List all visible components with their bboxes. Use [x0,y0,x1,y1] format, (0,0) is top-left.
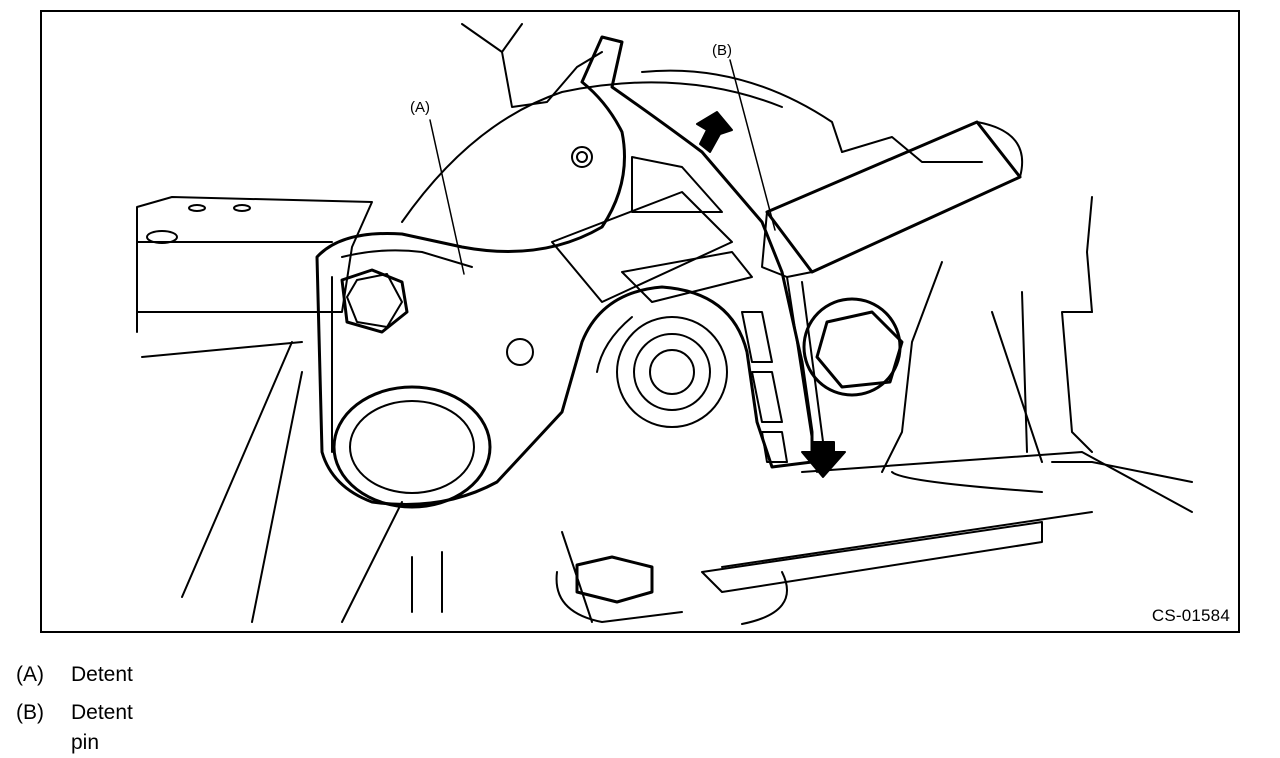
down-arrow-icon [801,441,846,478]
stud [506,338,534,366]
up-arrow-icon [696,111,733,153]
illustration-frame: (A) (B) CS-01584 [40,10,1240,633]
callout-b-leader [729,59,776,231]
legend-text: Detent [71,663,133,686]
callout-a-leader [429,119,465,275]
legend-key: (B) [16,701,44,724]
legend-text: Detent pin [71,701,133,754]
detent-arm [315,35,814,506]
detent-pin [761,120,1024,473]
transmission-housing [136,23,1193,625]
left-bolt [340,268,409,334]
detent-illustration: (A) (B) [136,23,1193,625]
callout-b-label: (B) [712,42,732,59]
legend-key: (A) [16,663,44,686]
lower-rod [411,551,443,613]
figure-code: CS-01584 [1151,606,1230,625]
boss [401,81,783,428]
right-bolt [802,297,904,397]
arm-oval-hole [332,385,492,509]
lower-cable [701,521,1043,593]
callout-a-label: (A) [410,99,430,116]
lower-bolt [575,555,654,604]
